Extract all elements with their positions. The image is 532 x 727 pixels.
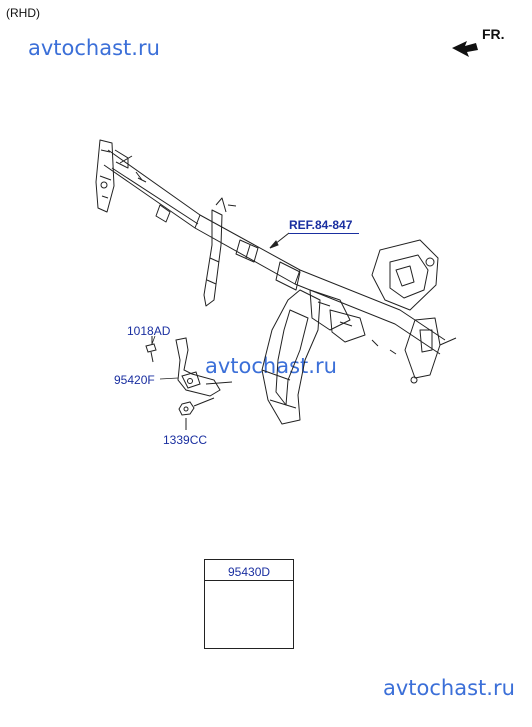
ref-leader-line bbox=[269, 232, 290, 249]
front-arrow-icon bbox=[452, 41, 478, 57]
watermark-top: avtochast.ru bbox=[28, 36, 160, 60]
part-label-bolt: 1018AD bbox=[127, 324, 171, 338]
part-label-nut: 1339CC bbox=[163, 433, 208, 447]
label-leader-lines bbox=[151, 335, 179, 380]
ref-label: REF.84-847 bbox=[289, 218, 353, 232]
part-label-module: 95430D bbox=[228, 565, 271, 579]
ref-underline bbox=[289, 233, 359, 234]
module-box bbox=[204, 559, 294, 649]
cowl-crossbar-drawing bbox=[95, 139, 457, 425]
part-label-bracket: 95420F bbox=[114, 373, 155, 387]
bolt-drawing bbox=[145, 336, 157, 363]
watermark-middle: avtochast.ru bbox=[205, 354, 337, 378]
watermark-bottom: avtochast.ru bbox=[383, 676, 515, 700]
front-direction-label: FR. bbox=[482, 26, 505, 42]
variant-label: (RHD) bbox=[6, 6, 40, 20]
bracket-drawing bbox=[175, 337, 233, 397]
module-box-title-row bbox=[205, 560, 293, 581]
nut-drawing bbox=[178, 397, 215, 430]
